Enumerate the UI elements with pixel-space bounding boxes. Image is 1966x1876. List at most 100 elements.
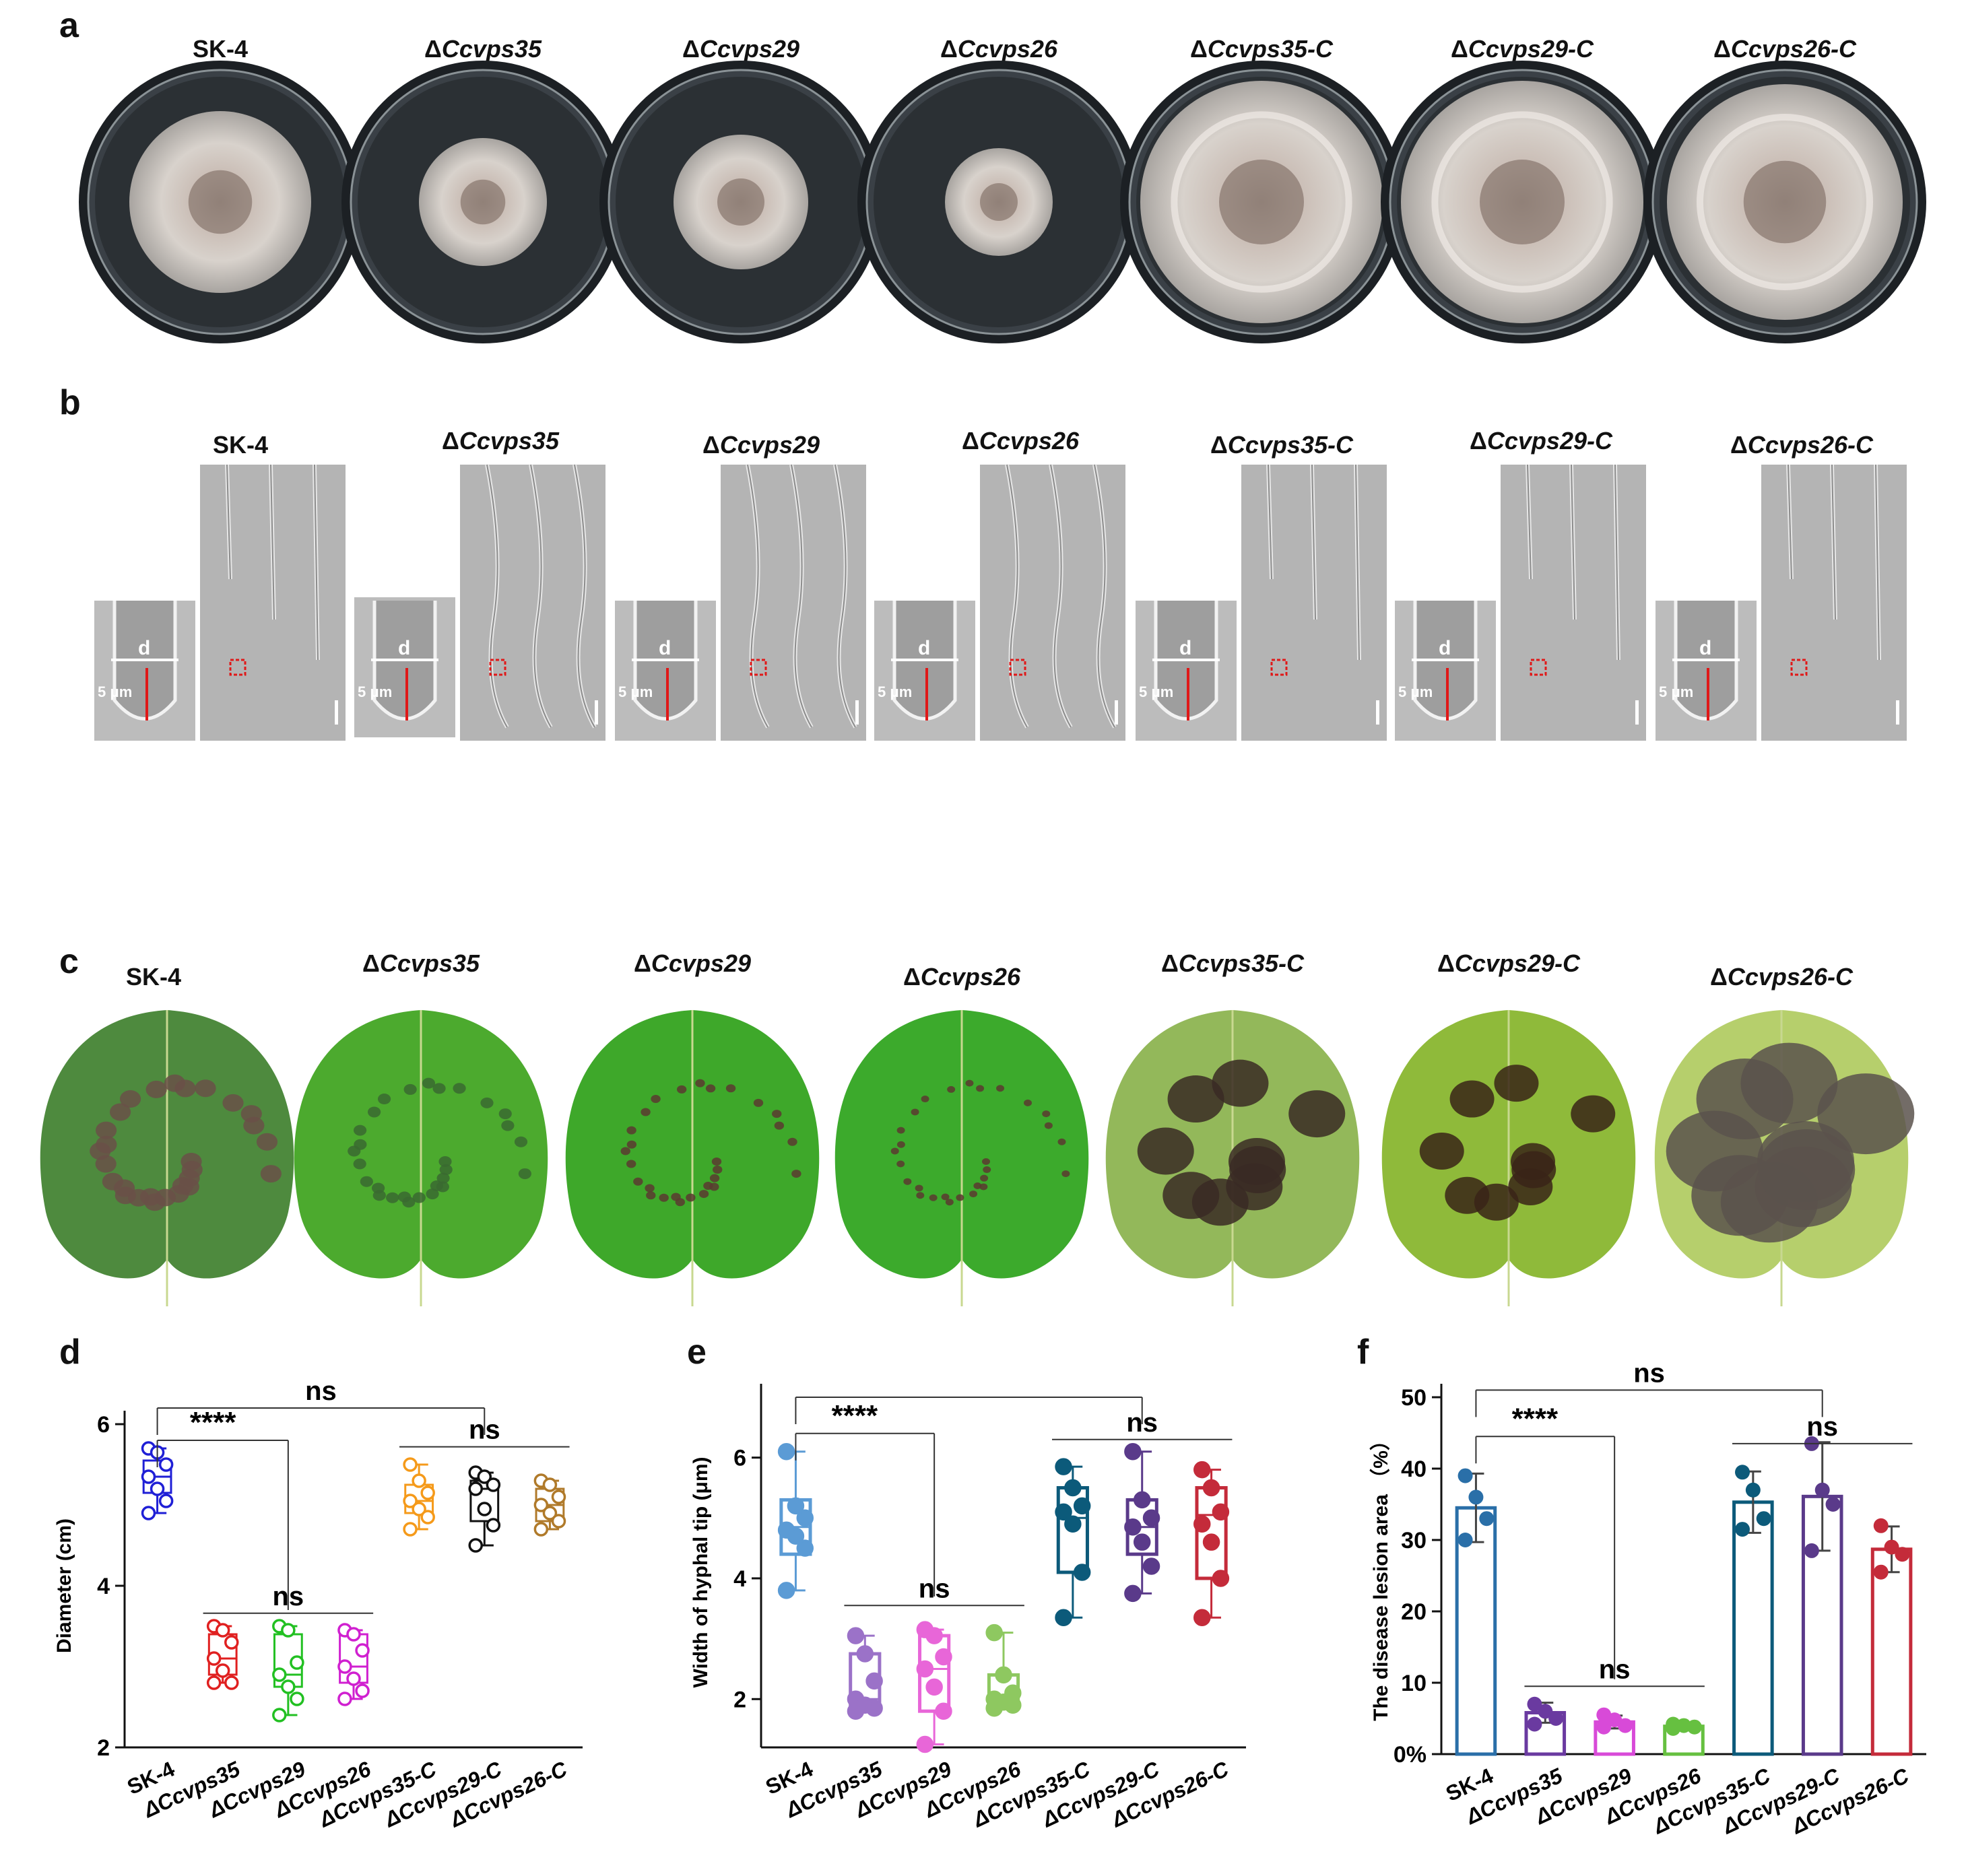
delta-symbol: Δ: [1161, 949, 1179, 977]
hypha-label-delta-ccvps35-c: ΔCcvps35-C: [1181, 431, 1383, 459]
hyphal-tip-inset: d5 μm: [874, 601, 975, 741]
data-point: [1142, 1557, 1160, 1575]
hyphal-tip-inset: d5 μm: [1136, 601, 1237, 741]
data-point: [856, 1645, 874, 1663]
data-point: [1617, 1718, 1633, 1733]
delta-symbol: Δ: [1730, 431, 1748, 459]
petri-dish-delta-ccvps35-c: [1120, 61, 1403, 343]
data-point: [1133, 1533, 1151, 1551]
strain-name: Ccvps26: [920, 963, 1020, 991]
y-tick-label: 4: [97, 1574, 110, 1599]
y-tick-label: 6: [97, 1412, 110, 1438]
data-point: [1735, 1522, 1750, 1537]
data-point: [403, 1522, 418, 1537]
data-point: [1457, 1533, 1473, 1547]
y-tick-label: 2: [97, 1735, 110, 1761]
hypha-micrograph-delta-ccvps29: d5 μm: [615, 464, 866, 741]
hyphal-tip-inset: d5 μm: [615, 601, 716, 741]
data-point: [224, 1675, 239, 1690]
bar-delta-ccvps35-c: [1732, 1465, 1774, 1756]
panel-letter-f: f: [1357, 1333, 1369, 1372]
data-point: [215, 1663, 230, 1678]
data-point: [215, 1623, 230, 1638]
significance-bracket: ns: [1475, 1358, 1823, 1417]
data-point: [1055, 1503, 1072, 1521]
data-point: [468, 1538, 483, 1553]
strain-name: Ccvps29-C: [1486, 427, 1612, 455]
delta-symbol: Δ: [1710, 963, 1728, 991]
delta-symbol: Δ: [362, 949, 380, 977]
data-point: [916, 1735, 934, 1753]
petri-dish-sk-4: [79, 61, 362, 343]
box-delta-ccvps26: [985, 1623, 1022, 1717]
data-point: [1202, 1479, 1220, 1497]
diameter-label: d: [1179, 637, 1191, 659]
data-point: [1548, 1711, 1564, 1726]
delta-symbol: Δ: [634, 949, 651, 977]
data-point: [224, 1635, 239, 1650]
leaf-label-delta-ccvps26: ΔCcvps26: [861, 963, 1063, 991]
data-point: [1895, 1547, 1910, 1562]
bar: [1455, 1506, 1497, 1756]
data-point: [281, 1623, 296, 1638]
data-point: [542, 1506, 558, 1520]
strain-name: Ccvps26-C: [1747, 431, 1873, 459]
data-point: [542, 1477, 558, 1492]
delta-symbol: Δ: [442, 427, 459, 455]
box-body: [1195, 1485, 1228, 1580]
significance-bracket: ns: [844, 1574, 1024, 1607]
data-point: [1825, 1497, 1841, 1512]
strain-name: Ccvps29: [699, 35, 799, 63]
dish-label-delta-ccvps26-c: ΔCcvps26-C: [1684, 35, 1886, 63]
y-tick-label: 10: [1401, 1671, 1427, 1696]
petri-dish-delta-ccvps29-c: [1381, 61, 1664, 343]
box-delta-ccvps35: [206, 1619, 239, 1690]
data-point: [1884, 1539, 1899, 1555]
panel-letter-e: e: [687, 1333, 707, 1372]
data-point: [533, 1522, 549, 1537]
data-point: [290, 1655, 304, 1670]
data-point: [1804, 1543, 1819, 1558]
data-point: [1142, 1509, 1160, 1527]
scale-label: 5 μm: [358, 683, 392, 700]
box-delta-ccvps29: [916, 1621, 952, 1753]
data-point: [346, 1671, 361, 1686]
data-point: [158, 1457, 174, 1472]
hyphal-tip-inset: d5 μm: [1656, 601, 1757, 741]
bar-delta-ccvps35: [1524, 1696, 1567, 1756]
data-point: [796, 1509, 814, 1527]
data-point: [1468, 1489, 1484, 1505]
data-point: [477, 1469, 492, 1484]
data-point: [1596, 1719, 1612, 1735]
hypha-label-delta-ccvps26: ΔCcvps26: [919, 427, 1121, 455]
data-point: [141, 1506, 156, 1520]
scale-label: 5 μm: [618, 683, 653, 700]
data-point: [1055, 1609, 1072, 1626]
scale-label: 5 μm: [1398, 683, 1433, 700]
y-axis-label: Width of hyphal tip (μm): [690, 1456, 712, 1687]
hypha-label-delta-ccvps29-c: ΔCcvps29-C: [1440, 427, 1642, 455]
data-point: [1202, 1533, 1220, 1551]
data-point: [281, 1679, 296, 1694]
data-point: [1735, 1465, 1750, 1480]
data-point: [272, 1708, 287, 1722]
dish-images: [79, 61, 1926, 343]
delta-symbol: Δ: [1210, 431, 1228, 459]
box-delta-ccvps29: [272, 1619, 304, 1722]
delta-symbol: Δ: [962, 427, 979, 455]
data-point: [1004, 1696, 1022, 1714]
data-point: [420, 1510, 435, 1525]
dish-label-delta-ccvps26: ΔCcvps26: [898, 35, 1100, 63]
bar-sk-4: [1455, 1468, 1497, 1756]
data-point: [1073, 1497, 1091, 1515]
y-tick-label: 50: [1401, 1385, 1427, 1411]
panel-letter-c: c: [59, 942, 79, 981]
strain-name: SK-4: [212, 431, 269, 459]
strain-name: Ccvps35-C: [1178, 949, 1304, 977]
petri-dish-delta-ccvps35: [341, 61, 624, 343]
